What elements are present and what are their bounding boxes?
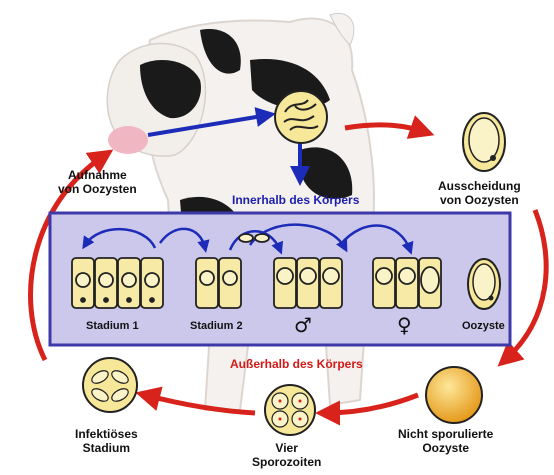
uptake-label-line1: Aufnahme — [58, 168, 137, 182]
non-sporulated-oocyst — [426, 367, 482, 423]
outside-body-label: Außerhalb des Körpers — [230, 357, 363, 371]
uptake-label: Aufnahme von Oozysten — [58, 168, 137, 196]
four-sporozoites-label: Vier Sporozoiten — [252, 441, 321, 469]
stage2-label: Stadium 2 — [190, 320, 243, 332]
sporozoites-circle — [265, 385, 315, 435]
oocyst-label: Oozyste — [462, 320, 505, 332]
infective-stage-line1: Infektiöses — [75, 427, 138, 441]
non-sporulated-line1: Nicht sporulierte — [398, 427, 493, 441]
uptake-label-line2: von Oozysten — [58, 182, 137, 196]
female-symbol: ♀ — [397, 313, 412, 337]
infective-stage-label: Infektiöses Stadium — [75, 427, 138, 455]
infective-stage-circle — [83, 358, 137, 412]
excretion-label: Ausscheidung von Oozysten — [438, 179, 521, 207]
non-sporulated-line2: Oozyste — [398, 441, 493, 455]
intestinal-cell-circle — [275, 91, 327, 143]
stage1-cells — [72, 258, 163, 308]
non-sporulated-label: Nicht sporulierte Oozyste — [398, 427, 493, 455]
panel-oocyst — [468, 259, 500, 309]
four-sporozoites-line1: Vier — [252, 441, 321, 455]
female-gamont-cells — [373, 258, 441, 308]
excretion-label-line1: Ausscheidung — [438, 179, 521, 193]
male-symbol: ♂ — [294, 313, 312, 337]
excreted-oocyst — [463, 113, 505, 171]
inside-body-label: Innerhalb des Körpers — [232, 193, 359, 207]
excretion-label-line2: von Oozysten — [438, 193, 521, 207]
four-sporozoites-line2: Sporozoiten — [252, 455, 321, 469]
stage1-label: Stadium 1 — [86, 320, 139, 332]
male-gamont-cells — [274, 258, 342, 308]
infective-stage-line2: Stadium — [75, 441, 138, 455]
